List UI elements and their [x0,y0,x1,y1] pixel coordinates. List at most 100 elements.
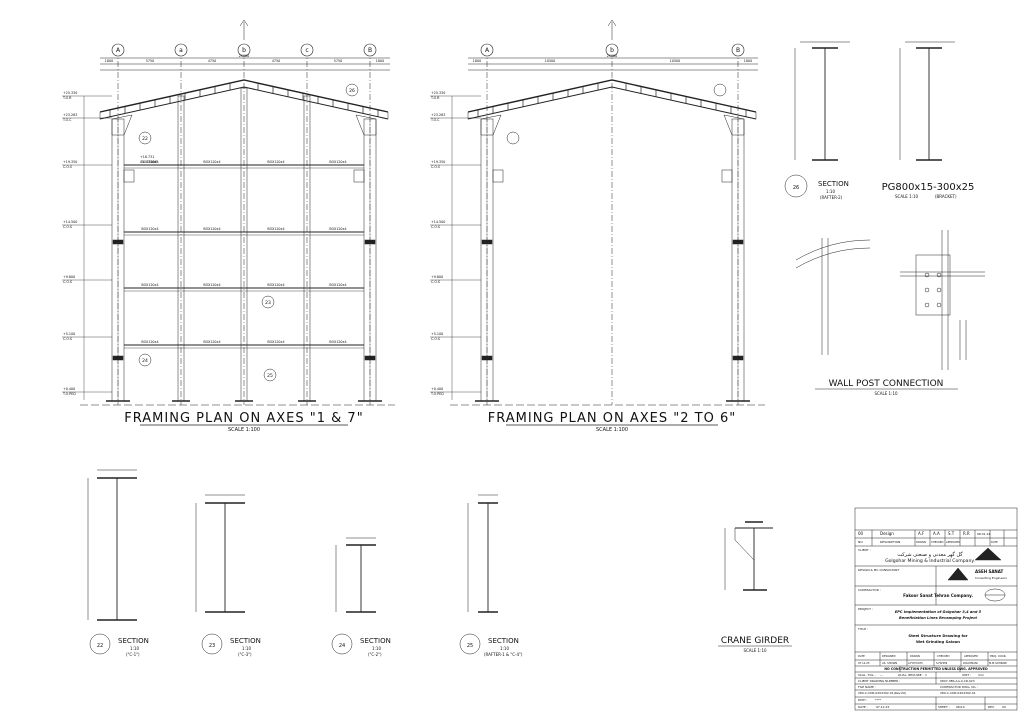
pg800-detail [899,41,955,161]
section-scale: 1:10 [826,189,835,194]
member-label: BOX120x4 [141,340,158,344]
north-arrow-icon [607,19,617,40]
section-sub: ("C-3") [238,652,252,657]
frame1-axis-bubbles [111,43,377,57]
member-label: BOX120x4 [203,227,220,231]
pg-scale: SCALE 1:10 [895,194,919,199]
level-note: C.O.S [431,280,440,284]
member-label: BOX120x4 [267,283,284,287]
frame2-title: FRAMING PLAN ON AXES "2 TO 6" [488,411,736,426]
level-note: C.O.S [431,165,440,169]
file-label: FILE NAME : [858,685,876,689]
level-note: C.O.S [63,337,72,341]
section-tag: 25 [267,373,273,379]
section-number: 24 [339,643,345,649]
level-value: +5.100 [63,332,75,336]
axis-label: b [610,47,614,54]
project-label: PROJECT : [858,607,873,611]
dim-text: 4750 [272,59,280,63]
frame2-drawing [430,50,765,406]
member-label: BOX120x4 [267,340,284,344]
contractor-dwg-label: CONTRACTOR DWG. No. : [940,685,978,689]
level-value: +25.330 [431,91,445,95]
rev-header: DESCRIPTION [880,540,900,544]
level-note: C.O.S [63,225,72,229]
member-label: BOX120x4 [267,227,284,231]
section26-detail [784,41,850,198]
level-value: +9.800 [63,275,75,279]
title-label: TITLE : [857,627,868,631]
rev-header: DRAWN [916,540,926,544]
dim-text: 5750 [334,59,342,63]
member-label: BOX120x4 [329,227,346,231]
frame1-drawing [62,50,395,406]
project-line1: EPC Implementation of Golgohar 3,4 and 5 [895,610,982,614]
dim-text: 1800 [105,59,113,63]
crane-girder-drawing [724,521,773,591]
frame2-axis-bubbles [480,43,745,57]
path-value: **** [875,698,882,702]
sign-header: PROJ. COOR. [990,654,1006,658]
rev-header: CHECKED [931,540,944,544]
section24-detail [331,537,376,655]
project-line2: Beneficiation Lines Revamping Project [899,616,977,620]
section-tag: 24 [142,358,148,364]
sign-value: AS. SHOWN [882,661,897,665]
frame1-title: FRAMING PLAN ON AXES "1 & 7" [124,411,363,426]
level-note: C.O.S [63,280,72,284]
wall-post-title: WALL POST CONNECTION [829,379,944,389]
level-value: +14.500 [431,220,445,224]
level-value: +0.400 [431,387,443,391]
section-scale: 1:10 [372,646,381,651]
member-label: BOX120x4 [141,160,158,164]
member-label: BOX120x4 [267,160,284,164]
client-dwg-number: 0807-3BS-AA-0-CR-023 [940,679,975,683]
consultant-sub: Consulting Engineers [975,576,1007,580]
rev-cell: 98.01.16 [977,532,990,536]
rev-cell: Design [880,531,894,536]
axis-label: B [736,47,740,54]
level-value: +19.350 [63,160,77,164]
section-title: SECTION [230,637,261,645]
client-name-fa: گل گهر معدنی و صنعتی شرکت [897,551,963,558]
frame1-scale: SCALE 1:100 [228,427,260,433]
section-sub: (RAFTER-2) [820,195,843,200]
level-value: +19.350 [431,160,445,164]
sheet-label: SHEET : [938,705,950,709]
rev-label: REV. [988,705,995,709]
level-value: +23.263 [63,113,77,117]
level-note: T.O.PED [430,392,444,396]
level-note: C.O.S [431,225,440,229]
level-value: +9.800 [431,275,443,279]
axis-label: a [179,47,183,54]
sign-header: DRAWN [910,654,920,658]
level-value: +25.330 [63,91,77,95]
rev-cell: A.A [933,531,940,536]
contractor-dwg-number: 280-C-CDR-0204392-01 [940,691,976,695]
sign-header: APPROVED [964,654,978,658]
consultant-logo [947,547,1002,581]
rev-cell: R.R [963,531,970,536]
dim-text: 1800 [473,59,481,63]
level-note: T.O.PED [62,392,76,396]
rev-header: NO. [858,540,863,544]
member-label: BOX120x4 [329,283,346,287]
axis-label: A [116,47,121,54]
pg-sub: (BRACKET) [935,194,957,199]
level-value: +23.263 [431,113,445,117]
level-note: T.O.C [430,118,440,122]
section-sub: ("C-2") [368,652,382,657]
level-note: C.L CRANE [140,160,158,164]
level-note: C.O.S [63,165,72,169]
member-label: BOX120x4 [329,340,346,344]
section-sub: (RAFTER-1 & "C-4") [484,652,523,657]
member-label: BOX120x4 [203,283,220,287]
dim-total: 21000 [607,54,618,58]
dim-total: 21000 [239,54,250,58]
title-block-frame [854,507,1018,711]
sign-value: A.FOTOOHI [908,661,923,665]
scale-value: --- [880,673,883,677]
section-title: SECTION [118,637,149,645]
approval-note: NO CONSTRUCTION PERMITTED UNLESS DWG. AP… [884,667,988,671]
member-label: BOX120x4 [203,160,220,164]
